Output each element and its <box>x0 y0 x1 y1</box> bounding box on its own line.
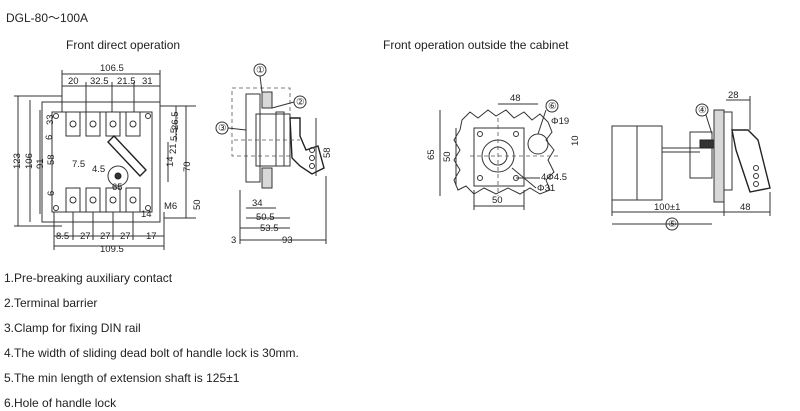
caption-front-outside: Front operation outside the cabinet <box>383 38 569 52</box>
dim-cutout-65: 65 <box>426 149 437 160</box>
note-1: 1.Pre-breaking auxiliary contact <box>4 271 173 285</box>
dim-cutout-10: 10 <box>570 135 581 146</box>
dim-side-53-5: 53.5 <box>260 223 279 234</box>
note-5: 5.The min length of extension shaft is 1… <box>4 371 240 385</box>
dim-top-seg-3: 21.5 <box>117 76 136 87</box>
dim-left-106: 106 <box>24 153 35 169</box>
dim-side-3: 3 <box>231 235 236 246</box>
outside-cabinet-drawing: ④ 28 100±1 48 ⑤ <box>611 90 771 231</box>
dim-left-58: 58 <box>46 154 57 165</box>
callout-6: ⑥ <box>548 101 557 112</box>
callout-5: ⑤ <box>668 219 677 230</box>
dim-left-91: 91 <box>35 158 46 169</box>
side-view-drawing: ① ② ③ 58 34 50.5 53.5 93 3 <box>215 63 333 246</box>
callout-3: ③ <box>218 123 227 134</box>
caption-front-direct: Front direct operation <box>66 38 181 52</box>
dim-cutout-4phi4-5: 4Φ4.5 <box>541 172 567 183</box>
dim-right-21: 21 <box>168 143 179 154</box>
note-4: 4.The width of sliding dead bolt of hand… <box>4 346 299 360</box>
dim-outside-100: 100±1 <box>654 202 680 213</box>
dim-left-7-5: 7.5 <box>72 159 85 170</box>
dim-right-5-5: 5.5 <box>169 128 180 141</box>
dim-bottom-seg-2: 27 <box>80 231 91 242</box>
dim-left-33: 33 <box>45 114 56 125</box>
dim-cutout-50b: 50 <box>492 195 503 206</box>
dim-bottom-width: 109.5 <box>100 244 124 255</box>
dim-cutout-phi19: Φ19 <box>551 116 569 127</box>
dim-bottom-seg-3: 27 <box>100 231 111 242</box>
callout-4: ④ <box>698 105 707 116</box>
callout-2: ② <box>296 97 305 108</box>
dim-right-50: 50 <box>192 199 203 210</box>
dim-bottom-seg-5: 17 <box>146 231 157 242</box>
callout-1: ① <box>256 65 265 76</box>
dim-side-58: 58 <box>322 147 333 158</box>
dim-cutout-phi31: Φ31 <box>537 183 555 194</box>
dim-top-seg-4: 31 <box>142 76 153 87</box>
dim-right-14b: 14 <box>141 209 152 220</box>
dim-side-93: 93 <box>282 235 293 246</box>
note-6: 6.Hole of handle lock <box>4 396 117 410</box>
dim-right-26-5: 26.5 <box>170 112 181 131</box>
dim-left-123: 123 <box>12 153 23 169</box>
dim-outside-28: 28 <box>728 90 739 101</box>
dim-left-6b: 6 <box>46 191 57 196</box>
dim-left-6: 6 <box>44 135 55 140</box>
front-view-drawing: 106.5 20 32.5 21.5 31 8.5 27 27 27 17 10… <box>12 63 203 255</box>
dim-outside-48: 48 <box>740 202 751 213</box>
page-title: DGL-80～100A <box>6 11 89 25</box>
dim-bottom-seg-1: 8.5 <box>56 231 69 242</box>
dim-overall-width: 106.5 <box>100 63 124 74</box>
dim-cutout-50: 50 <box>442 151 453 162</box>
dim-top-seg-1: 20 <box>68 76 79 87</box>
panel-cutout-drawing: 48 ⑥ Φ19 10 65 50 4Φ4.5 Φ31 50 <box>426 93 581 210</box>
dim-cutout-48: 48 <box>510 93 521 104</box>
note-2: 2.Terminal barrier <box>4 296 98 310</box>
note-3: 3.Clamp for fixing DIN rail <box>4 321 141 335</box>
dim-small-m6: M6 <box>164 201 177 212</box>
dim-side-50-5: 50.5 <box>256 212 275 223</box>
dim-right-70: 70 <box>182 161 193 172</box>
dim-small-65: 65 <box>112 182 123 193</box>
dim-top-seg-2: 32.5 <box>90 76 109 87</box>
dim-small-4-5: 4.5 <box>92 164 105 175</box>
dim-right-14: 14 <box>165 156 176 167</box>
dim-bottom-seg-4: 27 <box>120 231 131 242</box>
dim-side-34: 34 <box>252 198 263 209</box>
